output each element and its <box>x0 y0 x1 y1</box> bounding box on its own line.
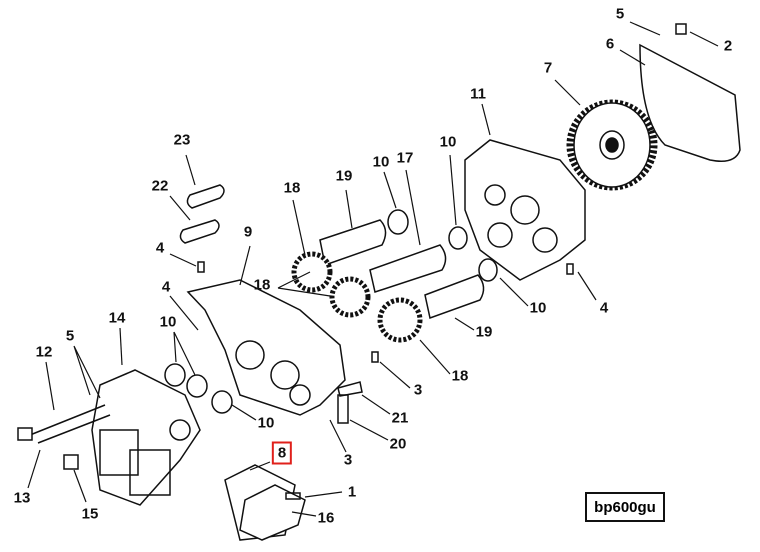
callout-19: 19 <box>475 323 493 341</box>
shaft-19-upper <box>319 219 387 266</box>
callout-10: 10 <box>529 299 547 317</box>
clip-21 <box>337 381 363 397</box>
pump-body-14 <box>91 369 201 506</box>
gear-18-b <box>329 276 371 318</box>
valve-20 <box>337 394 349 424</box>
pin-4-a <box>197 261 205 273</box>
callout-23: 23 <box>173 131 191 149</box>
callout-4: 4 <box>161 278 171 296</box>
bolt-2 <box>675 23 687 35</box>
callout-18: 18 <box>451 367 469 385</box>
link-plate-22 <box>179 219 220 244</box>
link-plate-23 <box>186 184 225 209</box>
gear-18-c <box>377 297 423 343</box>
callout-7: 7 <box>543 59 553 77</box>
callout-12: 12 <box>35 343 53 361</box>
callout-11: 11 <box>470 85 486 103</box>
callout-4: 4 <box>155 239 165 257</box>
bolt-head-12 <box>17 427 33 441</box>
callout-17: 17 <box>396 149 414 167</box>
callout-4: 4 <box>599 299 609 317</box>
pin-3 <box>371 351 379 363</box>
shaft-17 <box>369 244 447 293</box>
pin-4-b <box>566 263 574 275</box>
callout-2: 2 <box>723 37 733 55</box>
callout-5: 5 <box>65 327 75 345</box>
bolt-1 <box>285 492 301 500</box>
callout-22: 22 <box>151 177 169 195</box>
cover-plate-6 <box>639 43 741 162</box>
callout-15: 15 <box>81 505 99 523</box>
callout-14: 14 <box>108 309 126 327</box>
callout-20: 20 <box>389 435 407 453</box>
callout-10: 10 <box>257 414 275 432</box>
callout-1: 1 <box>347 483 357 501</box>
callout-3: 3 <box>343 451 353 469</box>
callout-13: 13 <box>13 489 31 507</box>
callout-6: 6 <box>605 35 615 53</box>
callout-18: 18 <box>253 276 271 294</box>
gear-housing-11 <box>464 139 586 281</box>
callout-3: 3 <box>413 381 423 399</box>
gear-18-a <box>291 251 333 293</box>
callout-10: 10 <box>372 153 390 171</box>
gear-7 <box>566 99 658 191</box>
callout-10: 10 <box>439 133 457 151</box>
pump-body-9 <box>186 279 346 416</box>
reference-code-box: bp600gu <box>585 492 665 522</box>
leader-lines <box>27 21 719 517</box>
callout-9: 9 <box>243 223 253 241</box>
callout-10: 10 <box>159 313 177 331</box>
shaft-19-lower <box>424 274 485 319</box>
callout-18: 18 <box>283 179 301 197</box>
callout-21: 21 <box>391 409 409 427</box>
callout-16: 16 <box>317 509 335 527</box>
callout-5: 5 <box>615 5 625 23</box>
callout-8-highlighted[interactable]: 8 <box>271 441 293 465</box>
nut-15 <box>63 454 79 470</box>
callout-19: 19 <box>335 167 353 185</box>
